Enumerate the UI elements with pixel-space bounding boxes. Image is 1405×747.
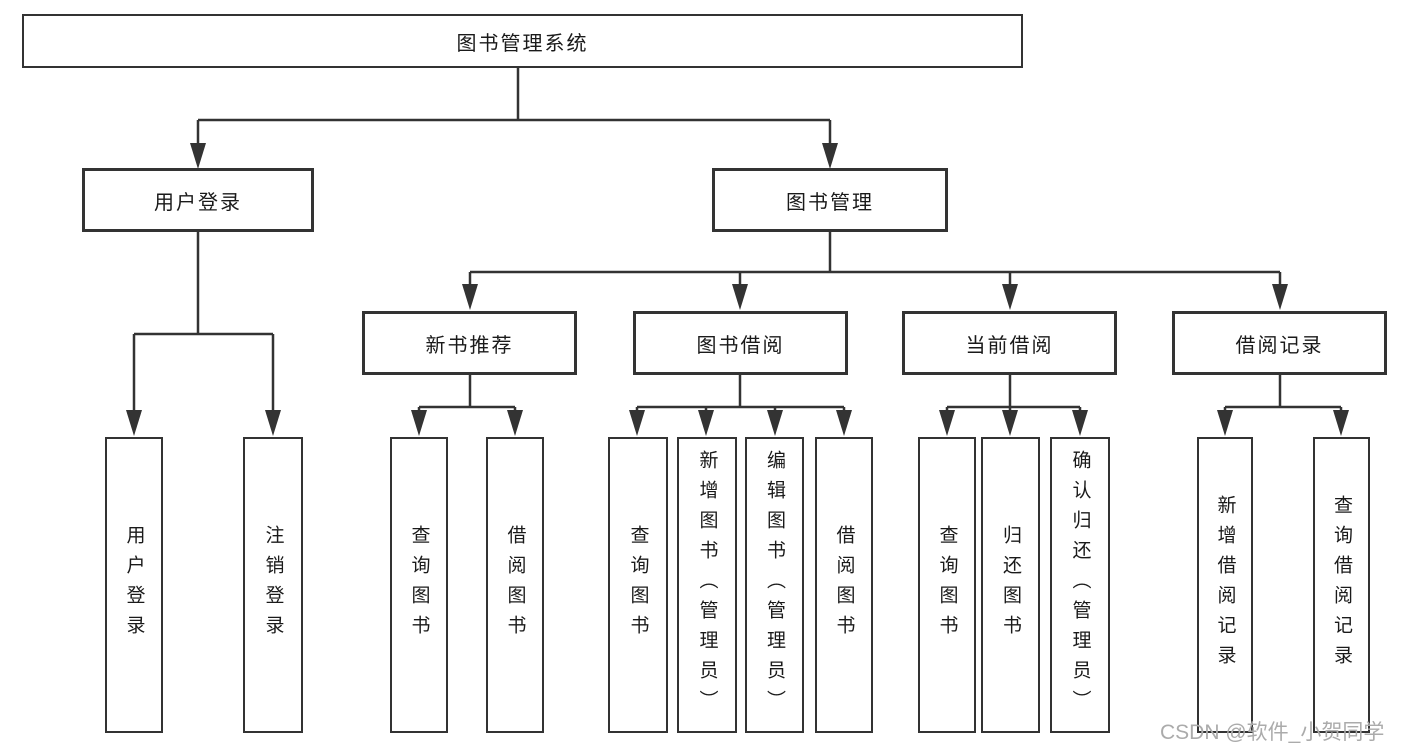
leaf-add-books-admin-label: 新增图书（管理员） — [696, 450, 718, 720]
csdn-watermark: CSDN @软件_小贺同学 — [1160, 721, 1385, 744]
leaf-edit-books-admin: 编辑图书（管理员） — [745, 437, 804, 733]
node-root: 图书管理系统 — [22, 14, 1023, 68]
node-book-borrowing: 图书借阅 — [633, 311, 848, 375]
node-borrowing-records-label: 借阅记录 — [1235, 334, 1324, 357]
leaf-query-books-borrowing: 查询图书 — [608, 437, 668, 733]
leaf-logout-login-label: 注销登录 — [262, 525, 284, 645]
leaf-query-books-current: 查询图书 — [918, 437, 976, 733]
node-book-management-label: 图书管理 — [786, 191, 874, 214]
node-root-label: 图书管理系统 — [456, 32, 589, 55]
leaf-query-books-current-label: 查询图书 — [936, 525, 958, 645]
node-user-login: 用户登录 — [82, 168, 314, 232]
leaf-query-books-borrowing-label: 查询图书 — [627, 525, 649, 645]
node-user-login-label: 用户登录 — [154, 191, 242, 214]
leaf-add-borrow-record-label: 新增借阅记录 — [1214, 495, 1236, 675]
leaf-add-borrow-record: 新增借阅记录 — [1197, 437, 1253, 733]
leaf-return-books-label: 归还图书 — [1000, 525, 1021, 645]
leaf-borrow-books-borrowing-label: 借阅图书 — [833, 525, 855, 645]
leaf-logout-login: 注销登录 — [243, 437, 303, 733]
leaf-confirm-return-admin: 确认归还（管理员） — [1050, 437, 1110, 733]
leaf-confirm-return-admin-label: 确认归还（管理员） — [1069, 450, 1091, 720]
leaf-user-login-label: 用户登录 — [123, 525, 145, 645]
leaf-borrow-books-recommend: 借阅图书 — [486, 437, 544, 733]
node-new-book-recommendation: 新书推荐 — [362, 311, 577, 375]
leaf-borrow-books-recommend-label: 借阅图书 — [504, 525, 526, 645]
node-borrowing-records: 借阅记录 — [1172, 311, 1387, 375]
leaf-query-books-recommend: 查询图书 — [390, 437, 448, 733]
node-current-borrowing: 当前借阅 — [902, 311, 1117, 375]
leaf-return-books: 归还图书 — [981, 437, 1040, 733]
leaf-add-books-admin: 新增图书（管理员） — [677, 437, 737, 733]
node-new-book-recommendation-label: 新书推荐 — [425, 334, 514, 357]
node-book-borrowing-label: 图书借阅 — [696, 334, 785, 357]
leaf-user-login: 用户登录 — [105, 437, 163, 733]
leaf-query-borrow-record: 查询借阅记录 — [1313, 437, 1370, 733]
leaf-edit-books-admin-label: 编辑图书（管理员） — [764, 450, 785, 720]
leaf-query-books-recommend-label: 查询图书 — [408, 525, 430, 645]
leaf-borrow-books-borrowing: 借阅图书 — [815, 437, 873, 733]
node-book-management: 图书管理 — [712, 168, 948, 232]
node-current-borrowing-label: 当前借阅 — [965, 334, 1054, 357]
leaf-query-borrow-record-label: 查询借阅记录 — [1331, 495, 1352, 675]
